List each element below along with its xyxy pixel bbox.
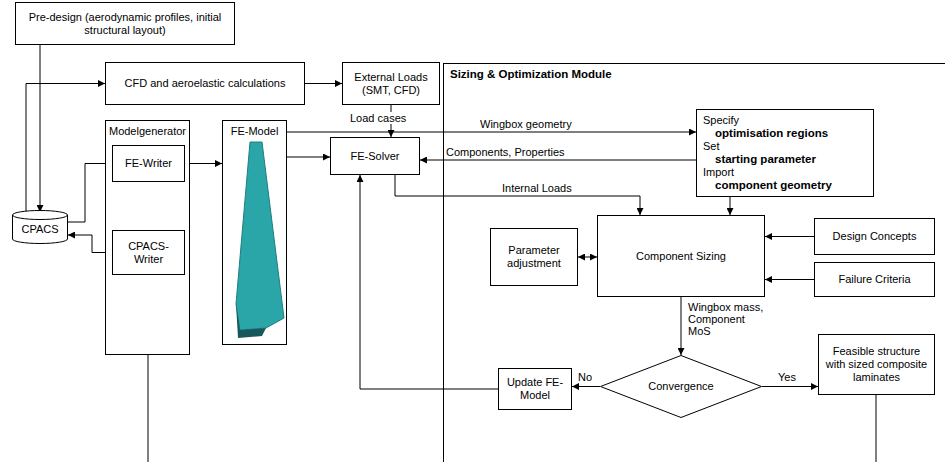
process-box: Update FE-Model bbox=[498, 368, 572, 410]
shape-outline bbox=[601, 356, 762, 418]
connector-arrow bbox=[305, 83, 342, 84]
node-label: Update FE-Model bbox=[503, 376, 567, 402]
input-box: Specifyoptimisation regionsSetstarting p… bbox=[696, 109, 874, 197]
node-label: FE-Model bbox=[231, 125, 279, 138]
region-title: Sizing & Optimization Module bbox=[450, 68, 945, 81]
connector-arrow bbox=[420, 160, 696, 161]
solver-box: FE-Solver bbox=[330, 137, 420, 175]
node-label: optimisation regions bbox=[703, 127, 828, 140]
model-document: FE-Model bbox=[222, 120, 287, 345]
process-box: CFD and aeroelastic calculations bbox=[105, 62, 305, 105]
connector-arrow bbox=[287, 157, 330, 158]
node-label: Import bbox=[703, 166, 734, 179]
node-label: FE-Writer bbox=[125, 157, 172, 170]
connector-arrow bbox=[681, 297, 682, 355]
connector-arrow bbox=[287, 132, 696, 133]
node-label: Set bbox=[703, 140, 720, 153]
connector-arrow bbox=[395, 175, 640, 215]
node-label: component geometry bbox=[703, 179, 832, 192]
input-box: Design Concepts bbox=[814, 218, 935, 255]
node-label: Feasible structure with sized composite … bbox=[823, 345, 930, 384]
node-label: starting parameter bbox=[703, 153, 816, 166]
node-label: CFD and aeroelastic calculations bbox=[125, 77, 286, 90]
generator-box: ModelgeneratorFE-WriterCPACS-Writer bbox=[105, 120, 190, 355]
region-title: Modelgenerator bbox=[109, 125, 186, 138]
node-label: Parameter adjustment bbox=[495, 244, 573, 270]
predesign-box: Pre-design (aerodynamic profiles, initia… bbox=[15, 2, 235, 45]
edge-label: Yes bbox=[776, 371, 798, 383]
connector-arrow bbox=[765, 236, 814, 237]
edge-label: No bbox=[576, 371, 594, 383]
node-label: CPACS bbox=[21, 223, 58, 236]
connector-arrow bbox=[765, 279, 814, 280]
edge-label: Wingbox mass, Component MoS bbox=[686, 301, 770, 337]
connector-arrow bbox=[730, 197, 731, 215]
process-box: FE-Writer bbox=[112, 145, 185, 182]
node-label: External Loads (SMT, CFD) bbox=[347, 71, 435, 97]
node-label: CPACS-Writer bbox=[117, 240, 180, 266]
edge-label: Components, Properties bbox=[444, 146, 567, 158]
node-label: Specify bbox=[703, 114, 739, 127]
edge-label: Wingbox geometry bbox=[478, 118, 574, 130]
connector-arrow bbox=[40, 45, 41, 212]
shape-outline bbox=[13, 211, 68, 244]
process-box: CPACS-Writer bbox=[112, 230, 185, 275]
database-cylinder: CPACS bbox=[12, 210, 68, 244]
node-label: FE-Solver bbox=[351, 150, 400, 163]
connector-arrow bbox=[572, 386, 600, 387]
node-label: Failure Criteria bbox=[838, 273, 910, 286]
connector-arrow bbox=[185, 163, 222, 164]
edge-label: Load cases bbox=[348, 112, 408, 124]
connector-arrow bbox=[360, 175, 498, 389]
connector-arrow bbox=[26, 84, 105, 213]
process-box: Component Sizing bbox=[597, 215, 765, 297]
result-box: Feasible structure with sized composite … bbox=[818, 334, 935, 395]
connector-arrow bbox=[578, 257, 597, 258]
process-box: Parameter adjustment bbox=[490, 228, 578, 286]
edge-label: Internal Loads bbox=[500, 182, 574, 194]
node-label: Convergence bbox=[648, 380, 713, 393]
loads-box: External Loads (SMT, CFD) bbox=[342, 62, 440, 105]
decision-diamond: Convergence bbox=[600, 355, 762, 418]
node-label: Design Concepts bbox=[833, 230, 917, 243]
node-label: Pre-design (aerodynamic profiles, initia… bbox=[20, 11, 230, 37]
input-box: Failure Criteria bbox=[814, 262, 935, 297]
connector-arrow bbox=[762, 386, 818, 387]
node-label: Component Sizing bbox=[636, 250, 726, 263]
